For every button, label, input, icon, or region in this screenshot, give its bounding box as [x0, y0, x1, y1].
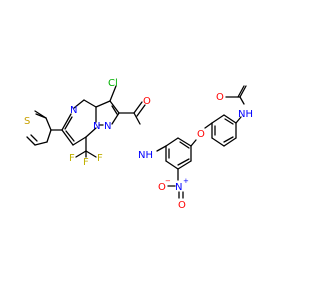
atom-s-thiophene: S — [24, 116, 30, 127]
bond — [239, 96, 245, 105]
molecule-diagram: S N N N Cl O NH O O NH N + O O − F F F — [0, 0, 300, 300]
bond — [237, 85, 245, 98]
atom-n-nitro: N — [175, 182, 182, 193]
bond — [211, 137, 225, 147]
atom-n-pyrimidine: N — [70, 105, 77, 116]
bond — [83, 99, 97, 108]
structure-svg: S N N N Cl O NH O O NH N + O O − F F F — [0, 0, 300, 300]
bond — [190, 139, 197, 147]
bond — [34, 141, 48, 146]
bond — [46, 129, 52, 143]
bond — [177, 160, 192, 170]
bond — [61, 129, 74, 146]
bond — [177, 158, 190, 166]
bond — [224, 118, 234, 125]
bond — [204, 122, 213, 129]
bond — [156, 145, 167, 152]
bond — [177, 137, 192, 147]
bond — [179, 141, 190, 149]
bond — [239, 85, 247, 98]
atom-o-ether: O — [197, 129, 205, 140]
bond — [35, 113, 47, 119]
atom-o-nitro-up: O — [178, 200, 186, 211]
bond — [26, 136, 36, 146]
bond — [223, 137, 237, 147]
atom-n-bridge: N — [93, 121, 100, 132]
bonds — [26, 85, 247, 199]
bond — [61, 113, 72, 131]
bond — [223, 136, 234, 143]
bond — [133, 112, 141, 125]
bond — [75, 150, 87, 158]
bond — [65, 130, 75, 142]
atom-o-nitro-down: O — [158, 182, 166, 193]
bond — [73, 99, 85, 109]
atom-o-carbonyl: O — [143, 96, 151, 107]
background — [0, 0, 300, 300]
atom-n-pyrazole: N — [104, 121, 111, 132]
bond — [223, 114, 237, 124]
bond — [72, 136, 87, 146]
atom-n-amide: NH — [138, 150, 153, 161]
bond — [95, 100, 111, 108]
charge-plus: + — [183, 177, 189, 185]
bond — [211, 114, 225, 124]
bond — [165, 160, 179, 170]
bond — [85, 127, 97, 138]
bond — [64, 116, 73, 130]
atom-n-acetamide: NH — [238, 109, 253, 120]
atom-f-middle: F — [83, 157, 89, 168]
bond — [111, 112, 120, 125]
bond — [133, 101, 143, 114]
bond — [85, 150, 97, 158]
atom-f-left: F — [69, 153, 75, 164]
bond — [109, 100, 120, 114]
bond — [165, 137, 179, 147]
bond — [111, 105, 118, 115]
bond — [30, 134, 38, 142]
atom-f-right: F — [97, 153, 103, 164]
atom-o-acetyl: O — [216, 92, 224, 103]
bond — [45, 117, 52, 131]
atom-labels: S N N N Cl O NH O O NH N + O O − F F F — [24, 78, 253, 211]
bond — [235, 116, 242, 124]
charge-minus: − — [165, 177, 171, 185]
bond — [136, 104, 146, 117]
atom-chlorine: Cl — [108, 78, 118, 89]
bond — [109, 85, 117, 102]
